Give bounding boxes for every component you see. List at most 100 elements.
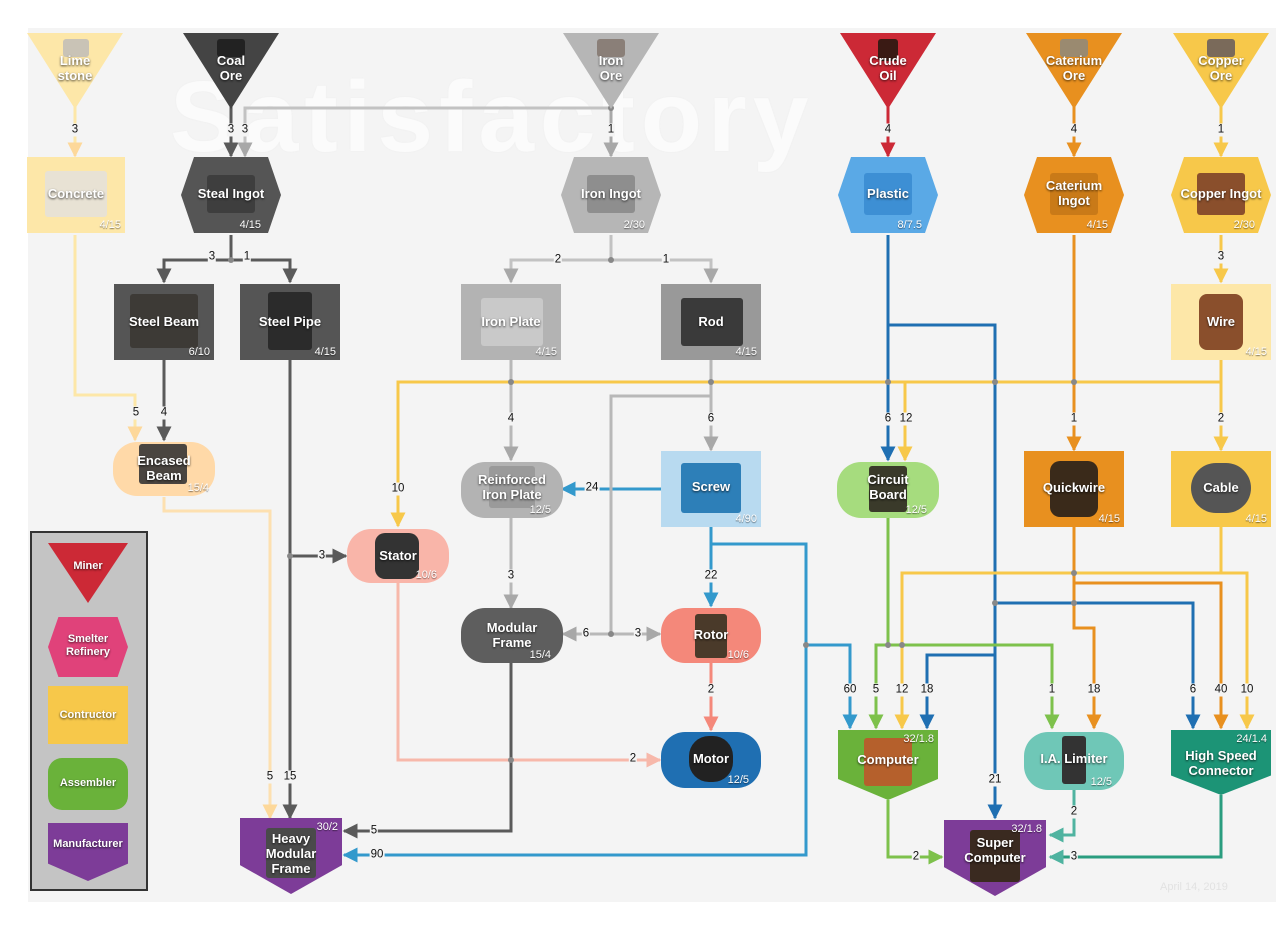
node-rate: 4/15: [1245, 346, 1267, 358]
edge-label: 12: [898, 412, 914, 426]
edge-rod-frame: [561, 382, 713, 642]
edge-label: 3: [207, 250, 217, 264]
edge-label: 6: [581, 627, 591, 641]
node-rate: 4/15: [1086, 219, 1108, 231]
edge-label: 22: [703, 569, 719, 583]
node-label: Modular Frame: [486, 620, 538, 650]
caterium-ingot-icon: [1050, 173, 1098, 215]
edge-label: 5: [369, 824, 379, 838]
edge-quick-hs: [1074, 581, 1229, 730]
node-label: Quickwire: [1042, 480, 1106, 495]
node-rotor[interactable]: Rotor 10/6: [661, 608, 761, 663]
node-circuit-board[interactable]: Circuit Board 12/5: [837, 462, 939, 518]
node-label: Screw: [691, 479, 731, 494]
wire-icon: [1199, 294, 1243, 350]
node-label: Iron Ingot: [581, 186, 641, 201]
node-cable[interactable]: Cable 4/15: [1171, 451, 1271, 527]
node-rate: 30/2: [316, 821, 338, 833]
node-label: Caterium Ingot: [1045, 178, 1103, 208]
node-concrete[interactable]: Concrete 4/15: [27, 157, 125, 233]
edge-label: 2: [1216, 412, 1226, 426]
node-rate: 4/15: [735, 346, 757, 358]
node-rate: 32/1.8: [903, 733, 934, 745]
legend-label: Miner: [73, 560, 103, 572]
edge-label: 2: [706, 683, 716, 697]
node-rate: 12/5: [905, 504, 927, 516]
node-steel-ingot[interactable]: Steal Ingot 4/15: [181, 157, 281, 233]
legend-label: Assembler: [59, 777, 117, 789]
edge-label: 2: [911, 850, 921, 864]
coal-icon: [217, 39, 245, 57]
cable-icon: [1191, 463, 1251, 513]
node-plastic[interactable]: Plastic 8/7.5: [838, 157, 938, 233]
node-steel-pipe[interactable]: Steel Pipe 4/15: [240, 284, 340, 360]
edge-frame-hmf: [342, 663, 513, 839]
heavy-frame-icon: [266, 828, 316, 878]
edge-label: 10: [390, 482, 406, 496]
node-caterium-ingot[interactable]: Caterium Ingot 4/15: [1024, 157, 1124, 233]
edge-label: 40: [1213, 683, 1229, 697]
node-stator[interactable]: Stator 10/6: [347, 529, 449, 583]
edge-label: 90: [369, 848, 385, 862]
node-quickwire[interactable]: Quickwire 4/15: [1024, 451, 1124, 527]
edge-label: 5: [871, 683, 881, 697]
edge-screw-computer: [806, 643, 858, 730]
node-screw[interactable]: Screw 4/90: [661, 451, 761, 527]
node-rate: 6/10: [188, 346, 210, 358]
edge-label: 15: [282, 770, 298, 784]
node-reinforced-plate[interactable]: Reinforced Iron Plate 12/5: [461, 462, 563, 518]
legend-smelter: Smelter Refinery: [48, 617, 128, 677]
edge-label: 3: [1216, 250, 1226, 264]
edge-label: 24: [584, 481, 600, 495]
concrete-icon: [45, 171, 107, 217]
edge-label: 1: [1047, 683, 1057, 697]
node-label: Lime stone: [57, 53, 93, 83]
encased-beam-icon: [139, 444, 187, 484]
node-rod[interactable]: Rod 4/15: [661, 284, 761, 360]
legend-miner: Miner: [48, 543, 128, 603]
edge-stator-motor: [396, 583, 662, 768]
node-steel-beam[interactable]: Steel Beam 6/10: [114, 284, 214, 360]
node-rate: 4/15: [535, 346, 557, 358]
edge-label: 4: [159, 406, 169, 420]
node-rate: 4/15: [1098, 513, 1120, 525]
node-ia-limiter[interactable]: I.A. Limiter 12/5: [1024, 732, 1124, 790]
edge-label: 21: [987, 773, 1003, 787]
node-rate: 2/30: [1233, 219, 1255, 231]
node-rate: 4/90: [735, 513, 757, 525]
edge-label: 3: [633, 627, 643, 641]
node-rate: 10/6: [415, 569, 437, 581]
edge-label: 4: [1069, 123, 1079, 137]
rod-icon: [681, 298, 743, 346]
edge-label: 3: [1069, 850, 1079, 864]
rotor-icon: [695, 614, 727, 658]
edge-label: 5: [265, 770, 275, 784]
node-wire[interactable]: Wire 4/15: [1171, 284, 1271, 360]
node-label: Rotor: [693, 627, 729, 642]
node-iron-plate[interactable]: Iron Plate 4/15: [461, 284, 561, 360]
steel-beam-icon: [130, 294, 198, 348]
node-rate: 2/30: [623, 219, 645, 231]
node-copper-ingot[interactable]: Copper Ingot 2/30: [1171, 157, 1271, 233]
edge-wire-bus: [390, 360, 1223, 528]
legend: Miner Smelter Refinery Contructor Assemb…: [30, 531, 148, 891]
node-encased-beam[interactable]: Encased Beam 15/4: [113, 442, 215, 496]
stator-icon: [375, 533, 419, 579]
edge-label: 2: [553, 253, 563, 267]
legend-label: Manufacturer: [53, 838, 123, 850]
node-rate: 24/1.4: [1236, 733, 1267, 745]
edge-label: 4: [883, 123, 893, 137]
copper-ingot-icon: [1197, 173, 1245, 215]
node-rate: 4/15: [99, 219, 121, 231]
node-rate: 15/4: [529, 649, 551, 661]
node-motor[interactable]: Motor 12/5: [661, 732, 761, 788]
node-iron-ingot[interactable]: Iron Ingot 2/30: [561, 157, 661, 233]
steel-ingot-icon: [207, 175, 255, 213]
computer-icon: [864, 738, 912, 786]
limestone-icon: [63, 39, 89, 57]
edge-label: 2: [628, 752, 638, 766]
node-modular-frame[interactable]: Modular Frame 15/4: [461, 608, 563, 663]
watermark: Satisfactory: [170, 61, 815, 173]
edge-encased-hmf: [162, 497, 278, 820]
node-rate: 15/4: [187, 482, 209, 494]
